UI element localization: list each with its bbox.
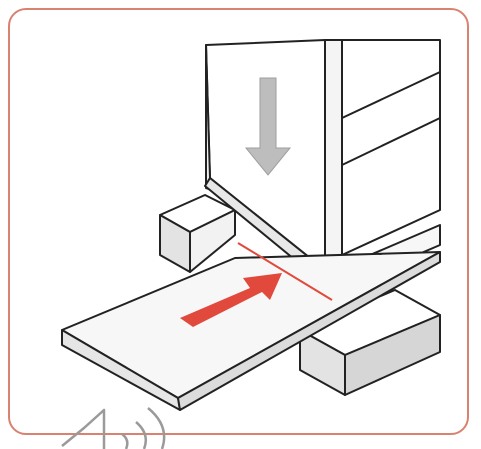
sound-wave-small-icon xyxy=(121,433,129,449)
speaker-icon[interactable] xyxy=(60,404,190,449)
sound-wave-large-icon xyxy=(147,407,166,449)
right-foot-block xyxy=(299,289,441,396)
push-right-arrow xyxy=(180,273,282,327)
back-panel xyxy=(324,39,441,263)
down-arrow xyxy=(244,77,292,176)
sliding-plate xyxy=(61,251,441,411)
left-foot-block xyxy=(159,194,236,273)
alignment-guide-line xyxy=(237,242,333,301)
sound-wave-mid-icon xyxy=(135,421,147,449)
